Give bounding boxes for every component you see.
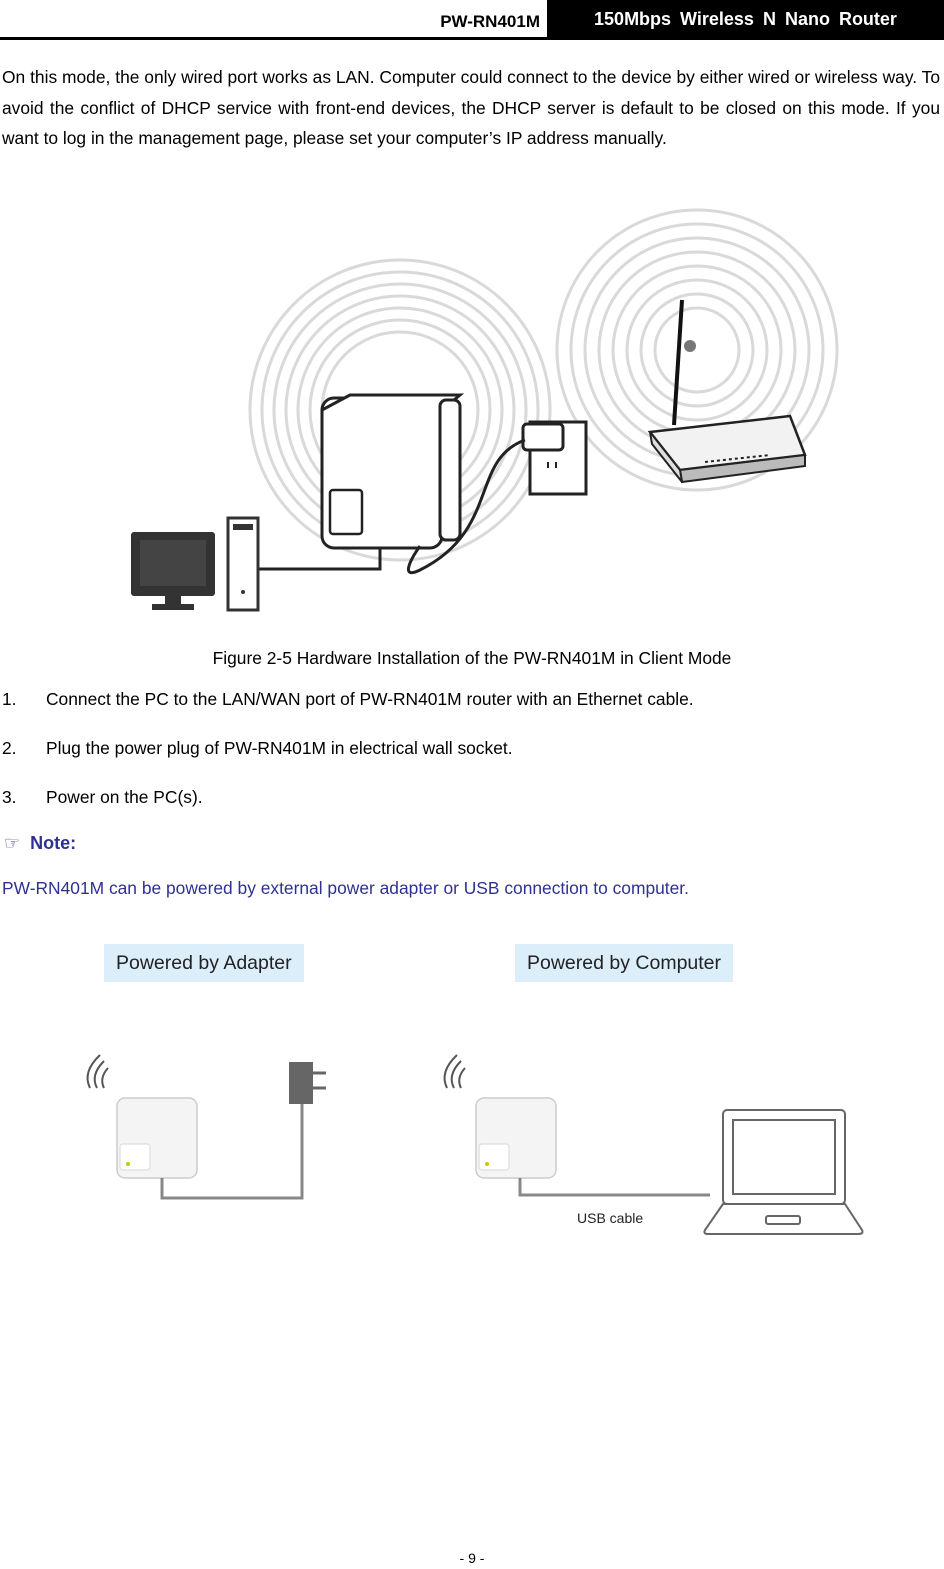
powered-by-computer-label: Powered by Computer [515,944,734,982]
step-text: Connect the PC to the LAN/WAN port of PW… [46,689,694,709]
usb-cable [518,1178,710,1197]
intro-paragraph: On this mode, the only wired port works … [2,67,940,148]
wifi-waves-icon [86,1054,109,1089]
note-text: PW-RN401M can be powered by external pow… [2,878,689,898]
power-adapter-icon [289,1062,326,1104]
step-number: 2. [2,738,17,758]
step-text: Plug the power plug of PW-RN401M in elec… [46,738,513,758]
nano-router-icon [320,393,465,550]
adapter-cable [160,1104,304,1200]
note-label: Note: [30,833,77,853]
nano-router-icon [475,1097,557,1179]
step-number: 1. [2,689,17,709]
header-rule [0,37,944,40]
step-text: Power on the PC(s). [46,787,203,807]
usb-cable-label: USB cable [577,1210,644,1226]
figure-caption: Figure 2-5 Hardware Installation of the … [212,648,732,668]
wireless-router-icon [647,299,807,484]
nano-router-icon [116,1097,198,1179]
client-mode-diagram [131,208,839,612]
laptop-icon [703,1109,864,1235]
note-heading: ☞ Note: [4,833,76,854]
step-number: 3. [2,787,17,807]
ap-router-signal-rings [555,208,839,492]
pointing-hand-icon: ☞ [4,833,21,853]
wifi-waves-icon [443,1054,466,1089]
power-options-diagram [86,1054,864,1235]
header-title: 150Mbps Wireless N Nano Router [547,0,944,38]
wall-socket-icon [521,420,588,496]
powered-by-adapter-label: Powered by Adapter [104,944,304,982]
power-cable [407,438,526,574]
ethernet-cable [258,548,382,571]
page-number: - 9 - [459,1550,485,1566]
desktop-pc-icon [131,516,260,612]
page-header: PW-RN401M 150Mbps Wireless N Nano Router [0,0,944,40]
header-model: PW-RN401M [440,12,540,31]
